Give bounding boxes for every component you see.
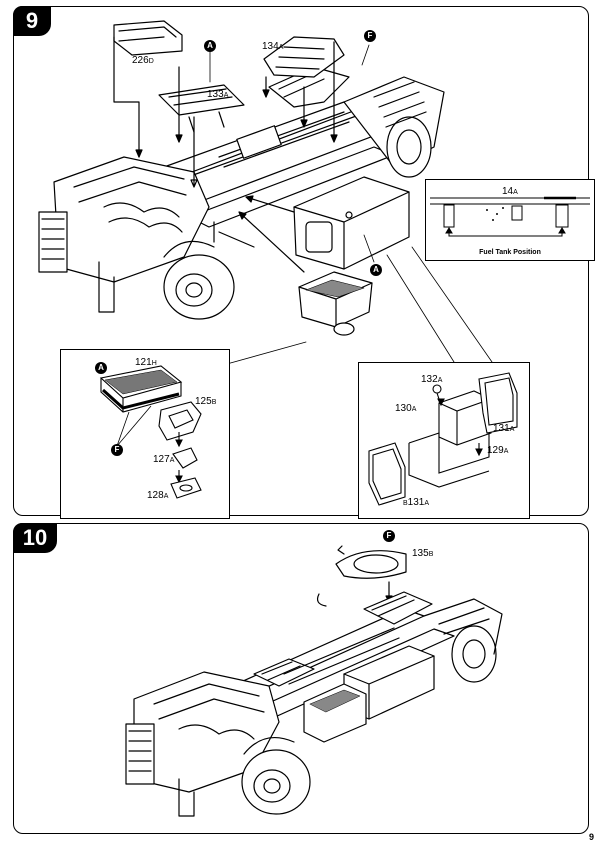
part-label-134a: 134A [262,41,284,52]
step-10-panel: 10 [13,523,589,834]
step-9-panel: 9 [13,6,595,519]
part-label-127a: 127A [153,454,175,465]
part-label-135b: 135B [412,548,434,559]
page-number: 9 [588,832,594,842]
part-label-128a: 128A [147,490,169,501]
chassis-assembly-drawing [38,20,493,368]
part-label-130a: 130A [395,403,417,414]
step-number-badge: 9 [13,6,51,36]
fuel-tank-position-diagram [430,196,590,237]
marker-f-circle: F [383,530,395,542]
part-label-14a: 14A [502,186,518,197]
part-label-b131a: B131A [403,497,430,508]
part-label-131a: 131A [493,423,515,434]
step-number-badge: 10 [13,523,57,553]
fuel-tank-exploded-inset: 132A 130A 131A 129A B131A [358,362,530,519]
marker-f-circle: F [364,30,376,42]
marker-f-circle: F [111,444,123,456]
part-label-121h: 121H [135,357,157,368]
marker-a-circle: A [370,264,382,276]
part-label-129a: 129A [487,445,509,456]
part-label-133a: 133A [207,89,229,100]
fuel-tank-position-inset: 14A Fuel Tank Position [425,179,595,261]
marker-a-circle: A [204,40,216,52]
air-box-inset: 121H 125B 127A 128A A F [60,349,230,519]
fuel-tank-position-caption: Fuel Tank Position [479,249,541,256]
marker-a-circle: A [95,362,107,374]
air-box-exploded-diagram [99,365,202,499]
fuel-tank-exploded-diagram [368,372,518,506]
part-label-125b: 125B [195,396,217,407]
part-label-226d: 226D [132,55,154,66]
completed-chassis-drawing [125,545,503,817]
part-label-132a: 132A [421,374,443,385]
